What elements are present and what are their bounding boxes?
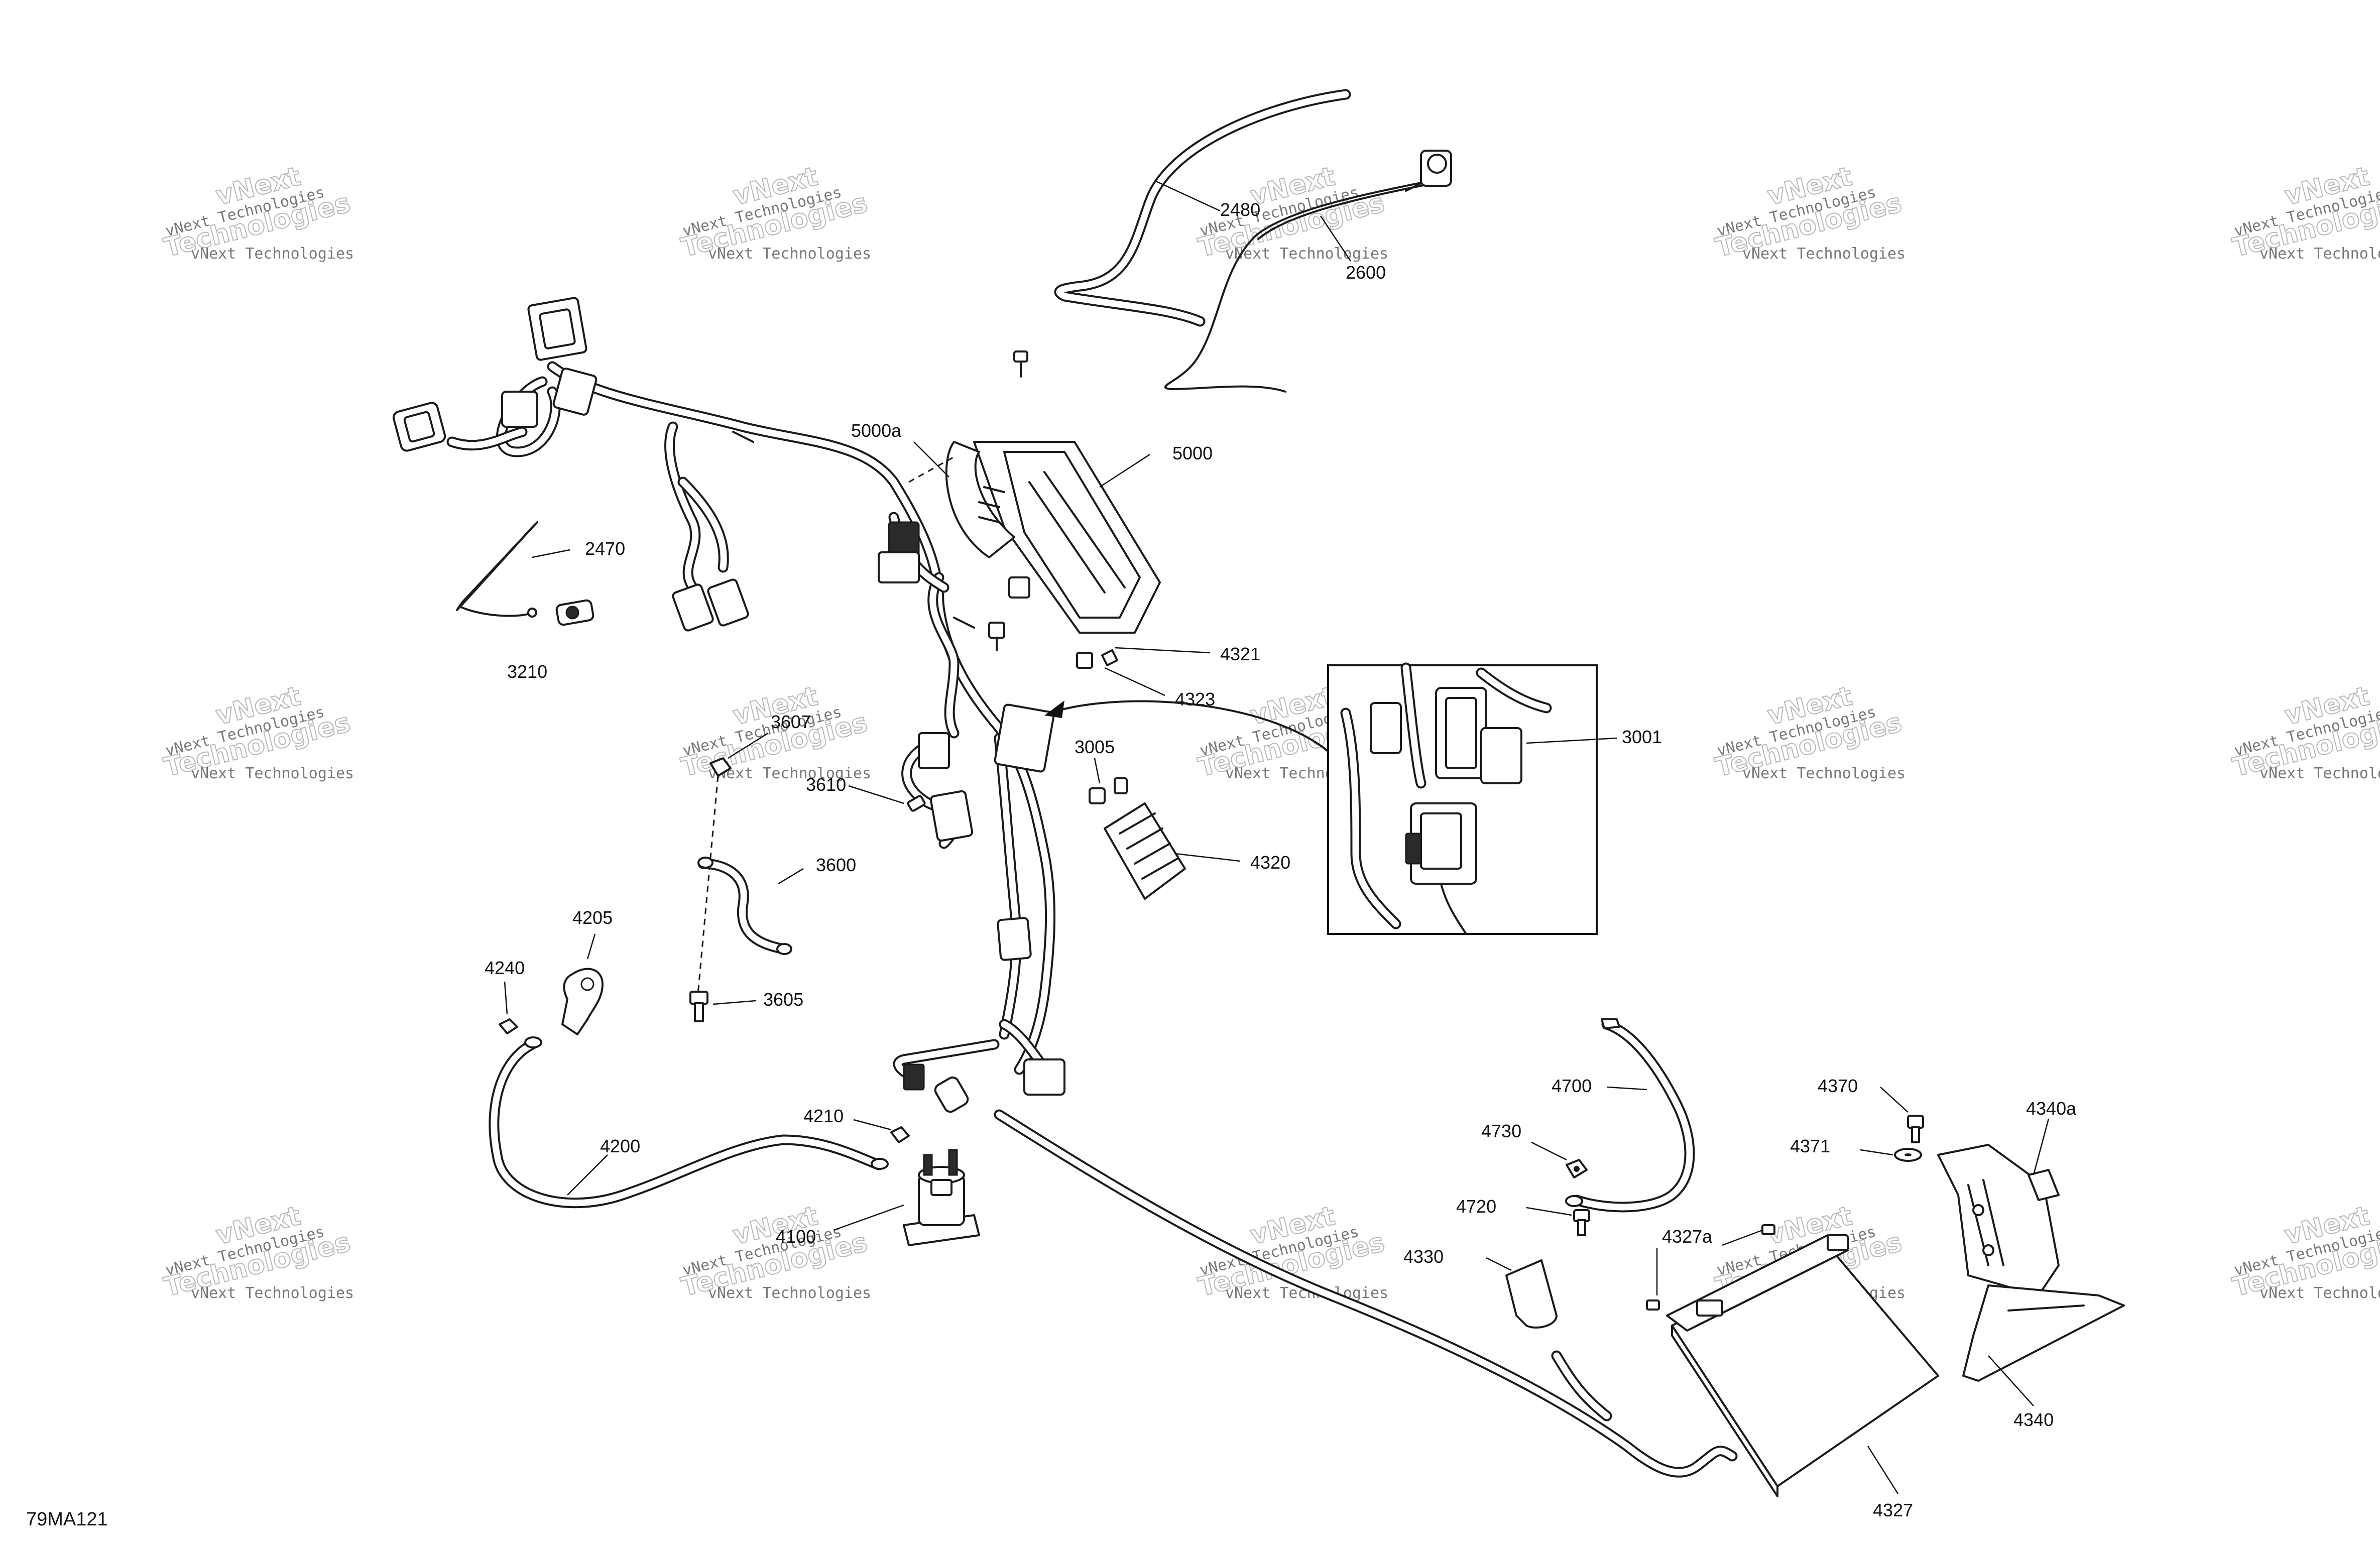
- part-3005-fuse: [1089, 777, 1128, 804]
- callout-3610: 3610: [806, 774, 846, 795]
- part-4210-nut: [890, 1126, 910, 1143]
- callout-4320: 4320: [1250, 852, 1290, 873]
- svg-text:vNext Technologies: vNext Technologies: [191, 245, 354, 263]
- svg-text:vNext Technologies: vNext Technologies: [2259, 765, 2380, 782]
- callout-4720: 4720: [1456, 1196, 1496, 1217]
- callout-4700: 4700: [1552, 1076, 1592, 1096]
- part-4700-cable: [1565, 1018, 1695, 1213]
- svg-text:vNext Technologies: vNext Technologies: [2259, 245, 2380, 263]
- callout-3605: 3605: [763, 989, 803, 1010]
- detail-inset-3001: [1327, 662, 1598, 935]
- part-2480-hose: [1054, 89, 1351, 327]
- callout-4210: 4210: [803, 1106, 844, 1126]
- main-wiring-harness: [446, 361, 1060, 1085]
- callout-4340a: 4340a: [2026, 1098, 2077, 1119]
- part-4730-nut: [1566, 1159, 1588, 1178]
- callout-3210: 3210: [507, 661, 547, 682]
- callout-5000: 5000: [1172, 443, 1213, 463]
- callout-4200: 4200: [600, 1136, 640, 1156]
- callout-4340: 4340: [2013, 1409, 2054, 1430]
- callout-labels: 2480 2600 5000a 5000 2470 3210 4321 4323…: [485, 199, 2077, 1520]
- leader-lines: [504, 180, 2050, 1494]
- diagram-reference-code: 79MA121: [26, 1509, 108, 1530]
- part-4340-bracket: [1937, 1144, 2125, 1382]
- callout-4730: 4730: [1481, 1121, 1521, 1141]
- part-4327-battery: [1666, 1234, 1939, 1497]
- svg-text:vNext Technologies: vNext Technologies: [1742, 765, 1906, 782]
- callout-2470: 2470: [585, 538, 625, 559]
- callout-4371: 4371: [1790, 1136, 1830, 1156]
- part-3600-ground-strap: [697, 857, 792, 955]
- part-4321-4323-nuts: [988, 622, 1118, 669]
- callout-4100: 4100: [776, 1226, 816, 1247]
- callout-5000a: 5000a: [851, 420, 902, 441]
- callout-3005: 3005: [1075, 737, 1115, 757]
- svg-text:vNext Technologies: vNext Technologies: [191, 1284, 354, 1302]
- callout-4370: 4370: [1818, 1076, 1858, 1096]
- part-2600-sensor-wire: [1164, 150, 1452, 393]
- callout-2480: 2480: [1220, 199, 1260, 220]
- callout-4323: 4323: [1175, 689, 1215, 709]
- callout-4205: 4205: [572, 907, 613, 928]
- part-4371-washer: [1894, 1148, 1922, 1162]
- part-4320-fuse-box: [1104, 802, 1186, 900]
- part-4205-terminal-boot: [561, 968, 604, 1035]
- svg-text:vNext Technologies: vNext Technologies: [708, 1284, 871, 1302]
- svg-text:vNext Technologies: vNext Technologies: [708, 245, 871, 263]
- part-3210-connector: [555, 599, 594, 626]
- callout-4330: 4330: [1403, 1246, 1444, 1267]
- battery-cable-long: [994, 1109, 1738, 1478]
- part-3605-bolt: [689, 991, 708, 1022]
- callout-3607: 3607: [771, 711, 811, 732]
- callout-4240: 4240: [485, 958, 525, 978]
- callout-2600: 2600: [1346, 262, 1386, 283]
- part-5000-ecu: [908, 441, 1161, 634]
- svg-text:vNext Technologies: vNext Technologies: [2259, 1284, 2380, 1302]
- harness-connectors: [392, 297, 1065, 1113]
- part-2470-strap: [456, 521, 538, 618]
- detail-arrow: [1044, 700, 1337, 759]
- part-4327a-screws: [1646, 1224, 1775, 1311]
- part-4720-bolt: [1573, 1209, 1590, 1236]
- screw-5000: [1013, 350, 1028, 378]
- svg-text:vNext Technologies: vNext Technologies: [708, 765, 871, 782]
- part-4100-solenoid: [903, 1149, 980, 1246]
- callout-4327a: 4327a: [1662, 1226, 1713, 1247]
- part-3610-bolt: [907, 795, 926, 812]
- callout-3001: 3001: [1622, 727, 1662, 747]
- part-4330-terminal-cap: [1505, 1259, 1558, 1329]
- part-4370-bolt: [1907, 1115, 1924, 1143]
- callout-4321: 4321: [1220, 644, 1260, 664]
- svg-text:vNext Technologies: vNext Technologies: [191, 765, 354, 782]
- callout-3600: 3600: [816, 855, 856, 875]
- part-4200-cable: [489, 1036, 889, 1209]
- svg-text:vNext Technologies: vNext Technologies: [1742, 245, 1906, 263]
- svg-text:vNext Technologies: vNext Technologies: [1225, 245, 1388, 263]
- part-3607-nut: [709, 757, 732, 777]
- callout-4327: 4327: [1873, 1500, 1913, 1520]
- part-4240-nut: [499, 1018, 518, 1034]
